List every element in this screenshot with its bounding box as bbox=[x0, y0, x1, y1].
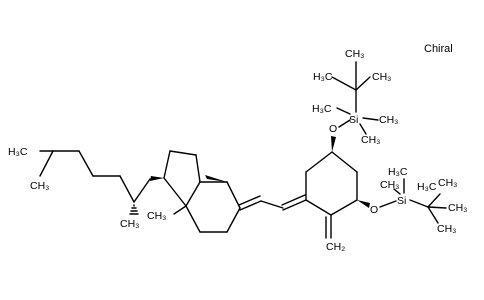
bond bbox=[379, 200, 397, 208]
tbs1-h3c-left: H₃C bbox=[313, 71, 333, 83]
tbs1-ch3-top: CH₃ bbox=[345, 48, 364, 60]
angular-ch3: CH₃ bbox=[147, 210, 166, 222]
bond bbox=[163, 177, 187, 207]
bond bbox=[133, 178, 151, 203]
bond bbox=[336, 107, 351, 115]
bond bbox=[226, 207, 241, 233]
bond bbox=[282, 199, 307, 211]
hashed-bond bbox=[129, 204, 139, 215]
a-ring: CH₂ bbox=[305, 136, 370, 253]
bond bbox=[427, 206, 447, 209]
bond bbox=[331, 151, 358, 173]
tbs1-oxygen: O bbox=[329, 123, 337, 135]
tbs1-ch3-right: CH₃ bbox=[372, 71, 391, 83]
bond bbox=[393, 188, 401, 195]
wedge-bond bbox=[331, 136, 336, 152]
bond bbox=[427, 193, 441, 208]
tbs1-si-ch3-right: CH₃ bbox=[379, 114, 398, 126]
bond bbox=[362, 117, 379, 121]
tbs2-h3c-si: H₃C bbox=[417, 181, 437, 193]
bond bbox=[39, 150, 54, 177]
bond bbox=[185, 205, 201, 233]
tbs-group-upper: H₃C CH₃ CH₃ Si H₃C CH₃ CH₃ O bbox=[312, 48, 398, 146]
tbs2-h3c-top: H₃C bbox=[388, 166, 408, 178]
tbs1-si-ch3-bottom: CH₃ bbox=[361, 134, 380, 146]
bond bbox=[359, 123, 367, 135]
isopropyl-ch3: CH₃ bbox=[30, 180, 49, 192]
bond bbox=[119, 175, 135, 203]
chain-end-h3c: H₃C bbox=[8, 146, 28, 158]
tbs1-si-h3c-left: H₃C bbox=[312, 103, 332, 115]
bond bbox=[338, 119, 351, 128]
sidechain-ch3: CH₃ bbox=[120, 218, 139, 230]
bond bbox=[305, 199, 332, 216]
bond bbox=[281, 194, 306, 206]
bond bbox=[239, 200, 262, 211]
methylene-ch2: CH₂ bbox=[326, 241, 345, 253]
tbs2-tbu-ch3-top: CH₃ bbox=[438, 177, 457, 189]
bond bbox=[355, 76, 371, 91]
triene-linker bbox=[238, 194, 307, 211]
bond bbox=[238, 195, 261, 206]
bond bbox=[427, 206, 439, 224]
wedge-bond bbox=[150, 176, 164, 181]
chiral-label: Chiral bbox=[424, 43, 453, 55]
side-chain: H₃C CH₃ CH₃ bbox=[8, 146, 151, 230]
tbs2-ch3-top: CH₃ bbox=[380, 179, 399, 191]
bond bbox=[260, 200, 284, 209]
bond bbox=[331, 76, 357, 91]
bond bbox=[330, 199, 358, 216]
bond bbox=[163, 150, 171, 179]
cd-ring: CH₃ bbox=[147, 150, 241, 233]
bond bbox=[185, 181, 201, 207]
tbs2-tbu-ch3-right: CH₃ bbox=[448, 202, 467, 214]
bond bbox=[169, 150, 197, 156]
wedge-bond bbox=[357, 200, 370, 208]
bond bbox=[409, 199, 429, 208]
bond bbox=[305, 151, 333, 173]
tbs2-si: Si bbox=[397, 195, 406, 207]
tbs2-tbu-ch3-bottom: CH₃ bbox=[437, 223, 456, 235]
wedge-bond bbox=[205, 175, 227, 182]
bond bbox=[78, 150, 94, 177]
tbs2-oxygen: O bbox=[370, 204, 378, 216]
bond bbox=[226, 181, 241, 209]
tbs-group-lower: O Si H₃C CH₃ H₃C CH₃ CH₃ CH₃ bbox=[370, 166, 467, 235]
tbs1-si: Si bbox=[349, 114, 358, 126]
bond bbox=[173, 205, 187, 215]
bond bbox=[195, 154, 201, 183]
